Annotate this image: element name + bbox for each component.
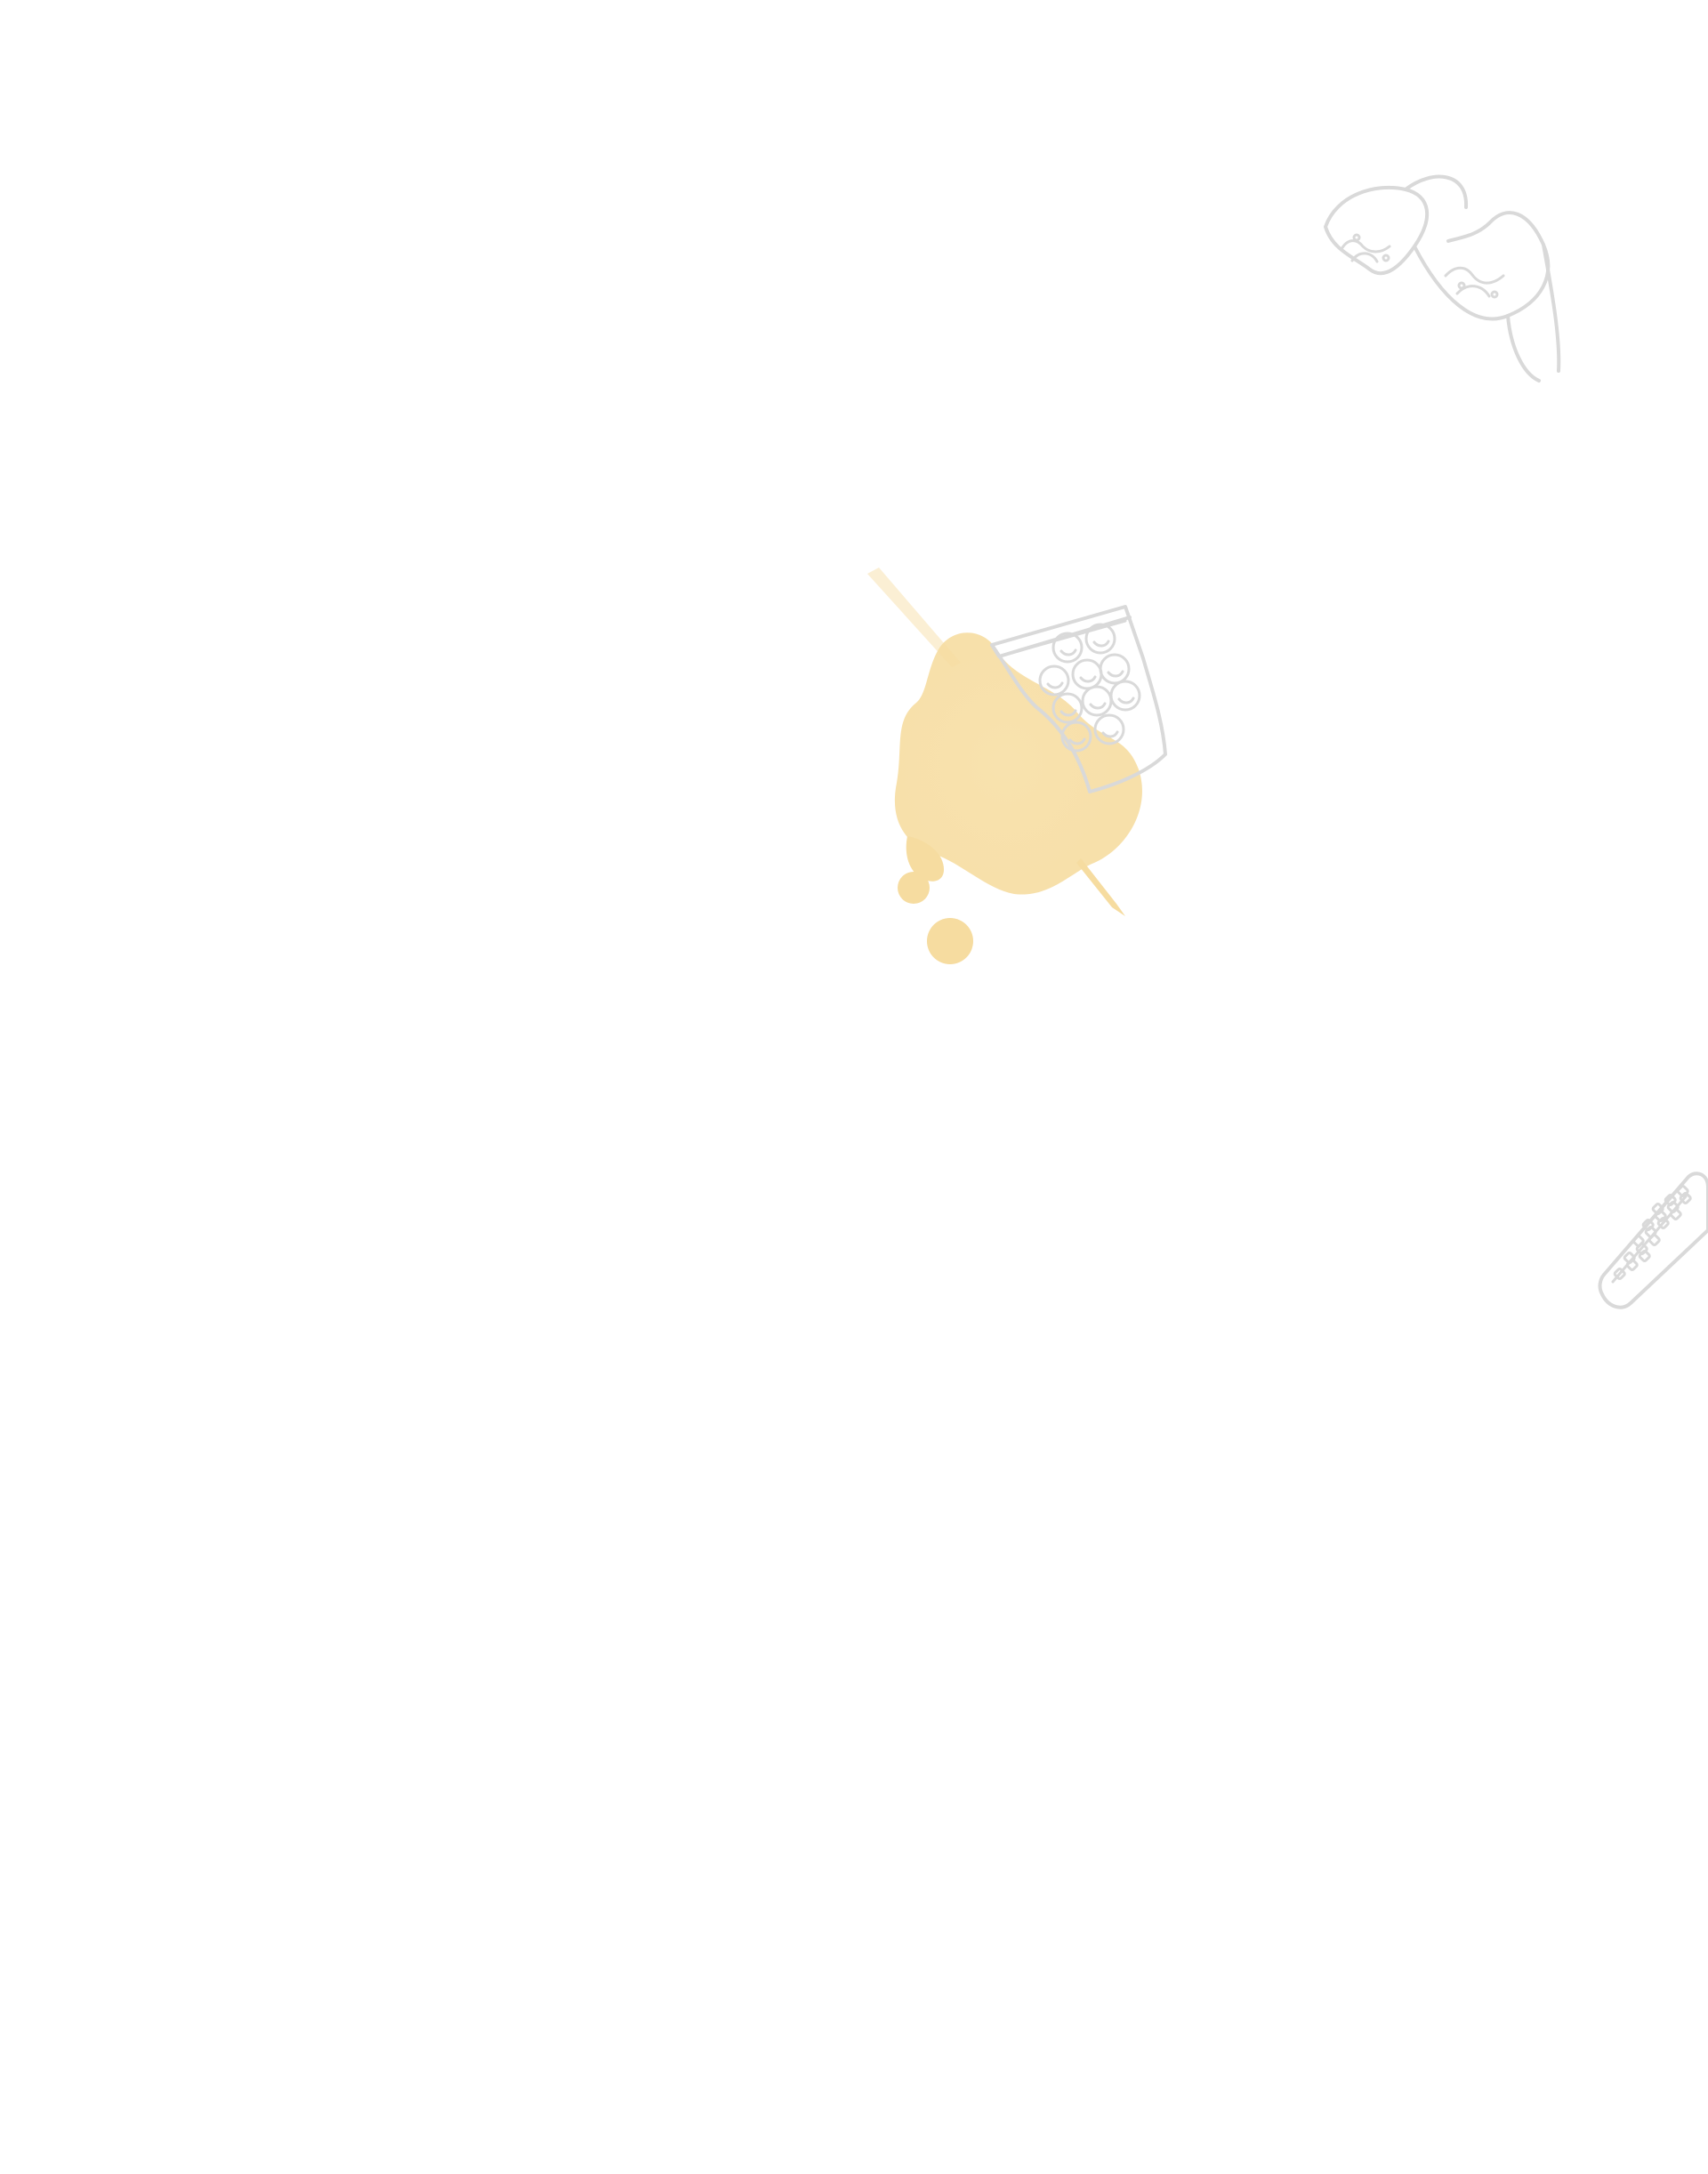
remote-control-icon <box>1598 1172 1708 1309</box>
paint-splash-icon <box>867 568 1142 964</box>
smiley-pill-bag-icon <box>990 605 1167 793</box>
lace-bra-icon <box>1324 174 1561 382</box>
